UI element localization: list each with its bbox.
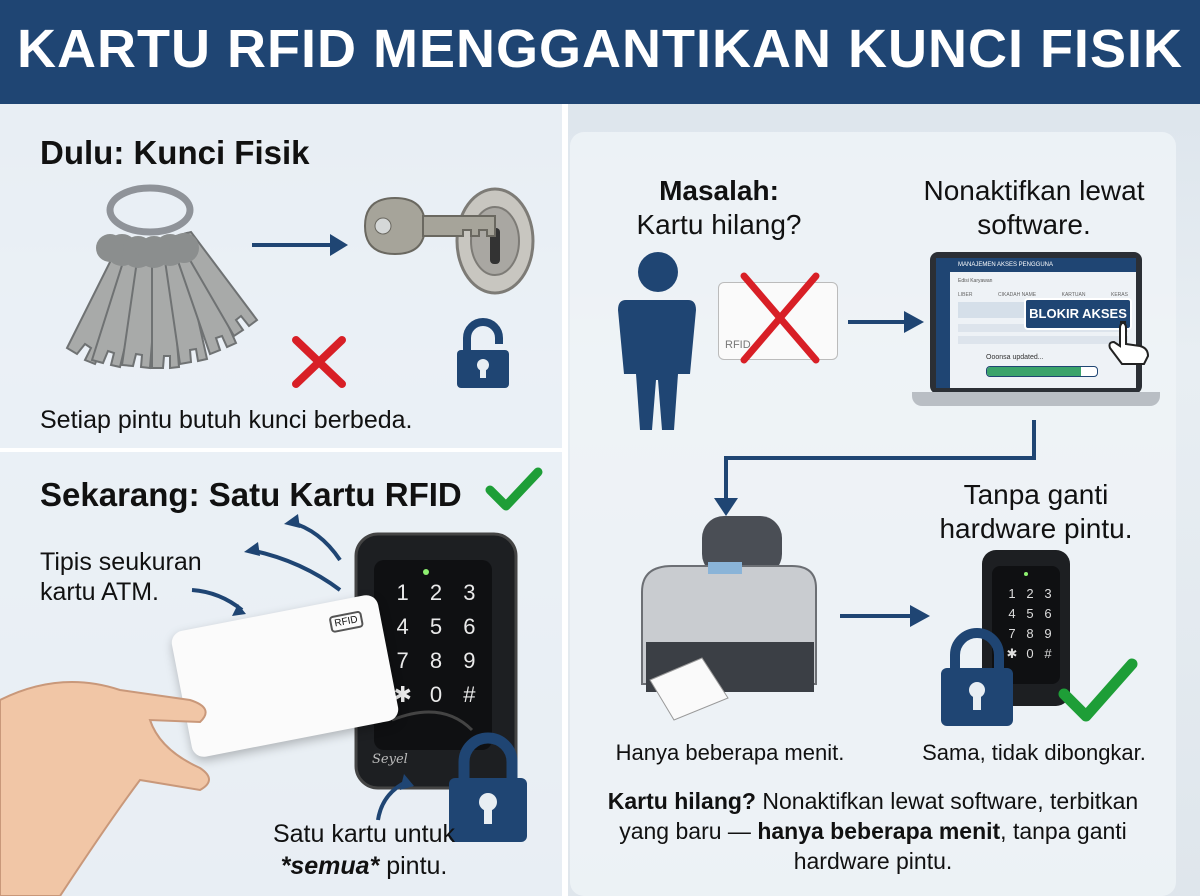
summary-bold-2: hanya beberapa menit xyxy=(757,818,1001,844)
app-title-bar: MANAJEMEN AKSES PENGGUNA xyxy=(936,258,1136,272)
keypad-key: 1 xyxy=(396,580,409,605)
laptop-screen: MANAJEMEN AKSES PENGGUNA Edisi Karyawan … xyxy=(930,252,1142,394)
keypad-key: 4 xyxy=(396,614,409,639)
column-header: LIBER xyxy=(958,292,973,298)
laptop-base xyxy=(912,392,1160,406)
keypad-key: ✱ xyxy=(393,682,412,707)
lost-card-label: RFID xyxy=(725,339,751,351)
problem-label: Masalah: xyxy=(659,175,779,206)
svg-text:✱: ✱ xyxy=(1007,646,1018,661)
arrow-icon xyxy=(840,605,930,627)
problem-text: Kartu hilang? xyxy=(636,209,802,240)
svg-text:0: 0 xyxy=(1026,646,1033,661)
old-keys-caption: Setiap pintu butuh kunci berbeda. xyxy=(40,406,413,434)
summary-text: Kartu hilang? Nonaktifkan lewat software… xyxy=(586,786,1160,876)
summary-text-1: Nonaktifkan lewat software, terbitkan ya… xyxy=(619,788,1139,844)
table-row[interactable] xyxy=(958,336,1128,344)
flow-arrow xyxy=(714,420,1036,516)
reader-caption: Sama, tidak dibongkar. xyxy=(922,740,1146,765)
svg-text:9: 9 xyxy=(1044,626,1051,641)
svg-text:5: 5 xyxy=(1026,606,1033,621)
footer-suffix: pintu. xyxy=(386,852,448,880)
summary-text-2: , tanpa ganti hardware pintu. xyxy=(793,818,1127,874)
no-hardware-heading: Tanpa ganti hardware pintu. xyxy=(939,479,1133,544)
svg-text:7: 7 xyxy=(1008,626,1015,641)
svg-text:2: 2 xyxy=(1026,586,1033,601)
annotation-arrows xyxy=(191,514,342,616)
problem-heading: Masalah: Kartu hilang? xyxy=(604,174,834,242)
arrow-icon xyxy=(252,234,348,256)
person-icon xyxy=(618,252,696,430)
check-icon xyxy=(485,467,543,511)
svg-text:6: 6 xyxy=(1044,606,1051,621)
deactivate-heading: Nonaktifkan lewat software. xyxy=(923,175,1145,240)
table-header: LIBER CIKADAH NAME KARTUAN KERAS xyxy=(958,292,1128,298)
svg-text:4: 4 xyxy=(1008,606,1015,621)
keypad-key: 7 xyxy=(396,648,409,673)
update-status: Ooonsa updated... xyxy=(986,354,1044,361)
svg-text:8: 8 xyxy=(1026,626,1033,641)
column-header: CIKADAH NAME xyxy=(998,292,1037,298)
title-banner xyxy=(0,0,1200,104)
card-printer-image xyxy=(641,516,817,721)
keypad-grid: 1 2 3 4 5 6 7 8 9 ✱ 0 # xyxy=(386,580,486,708)
old-keys-heading: Dulu: Kunci Fisik xyxy=(40,134,310,171)
rfid-heading: Sekarang: Satu Kartu RFID xyxy=(40,476,462,513)
keypad-key: 9 xyxy=(463,648,476,673)
keypad-key: 0 xyxy=(429,682,443,707)
hand-image xyxy=(0,681,210,896)
keypad-key: 5 xyxy=(429,614,443,639)
arrow-icon xyxy=(848,311,924,333)
thin-card-note: Tipis seukuran kartu ATM. xyxy=(40,548,202,606)
rfid-reader-keypad xyxy=(354,532,518,790)
column-header: KARTUAN xyxy=(1061,292,1086,298)
arrow-icon xyxy=(376,774,414,821)
panel-divider-vertical xyxy=(562,104,568,896)
progress-fill xyxy=(987,367,1081,376)
keypad-key: 2 xyxy=(429,580,443,605)
column-header: KERAS xyxy=(1111,292,1128,298)
svg-text:3: 3 xyxy=(1044,586,1051,601)
one-card-footer: Satu kartu untuk *semua* pintu. xyxy=(254,818,474,882)
keypad-key: 8 xyxy=(429,648,443,673)
svg-text:1: 1 xyxy=(1008,586,1015,601)
page-title: KARTU RFID MENGGANTIKAN KUNCI FISIK xyxy=(17,19,1183,79)
block-access-button[interactable]: BLOKIR AKSES xyxy=(1024,298,1132,330)
reader-brand: Seyel xyxy=(372,752,408,767)
key-in-lock-icon xyxy=(363,187,535,295)
progress-bar xyxy=(986,366,1098,377)
cross-icon xyxy=(740,272,820,364)
keypad-key: # xyxy=(463,682,476,707)
pointer-hand-icon xyxy=(1108,321,1150,365)
summary-bold-1: Kartu hilang? xyxy=(607,788,756,814)
footer-emphasis: *semua* xyxy=(280,852,380,880)
svg-text:#: # xyxy=(1044,646,1052,661)
locked-padlock-icon xyxy=(941,628,1013,726)
keypad-key: 6 xyxy=(463,614,476,639)
rfid-card-label: RFID xyxy=(328,610,365,634)
locked-padlock-icon xyxy=(449,732,527,842)
app-tab[interactable]: Edisi Karyawan xyxy=(958,278,993,284)
printer-caption: Hanya beberapa menit. xyxy=(615,740,845,765)
app-sidebar xyxy=(936,272,950,388)
panel-divider-horizontal xyxy=(0,448,562,452)
unlocked-padlock-icon xyxy=(457,318,509,388)
keypad-key: 3 xyxy=(463,580,476,605)
check-icon xyxy=(1058,658,1138,722)
cross-icon xyxy=(292,336,346,388)
key-ring-icon xyxy=(65,184,259,370)
footer-prefix: Satu kartu untuk xyxy=(272,820,456,848)
